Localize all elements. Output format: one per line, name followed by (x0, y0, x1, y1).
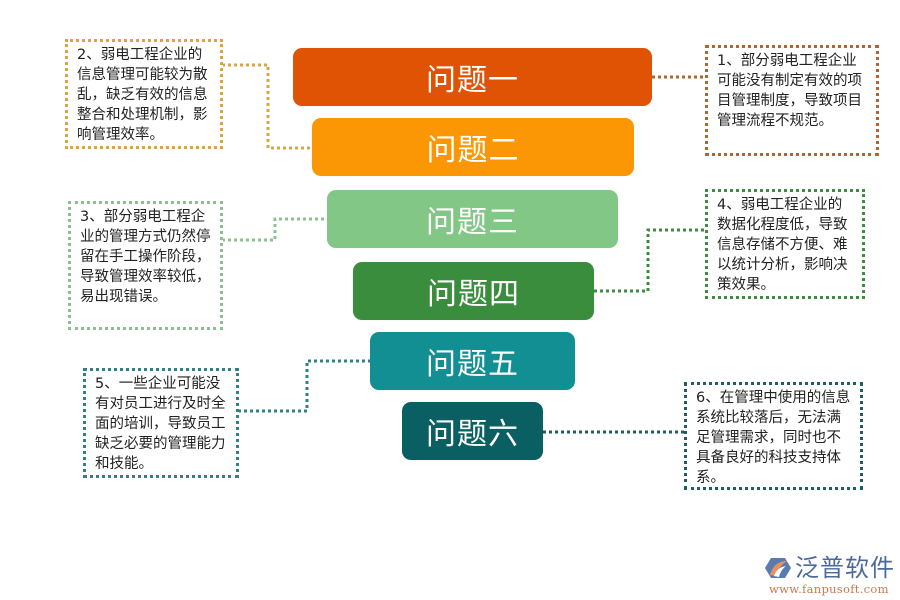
note-problem-2-text: 2、弱电工程企业的信息管理可能较为散乱，缺乏有效的信息整合和处理机制，影响管理效… (77, 47, 208, 143)
note-problem-4: 4、弱电工程企业的数据化程度低，导致信息存储不方便、难以统计分析，影响决策效果。 (705, 189, 865, 299)
connector-note3-block3 (222, 217, 327, 242)
note-problem-1-text: 1、部分弱电工程企业可能没有制定有效的项目管理制度，导致项目管理流程不规范。 (717, 53, 862, 129)
connector-note4-block4 (594, 228, 705, 293)
note-problem-3: 3、部分弱电工程企业的管理方式仍然停留在手工操作阶段，导致管理效率较低，易出现错… (68, 201, 223, 330)
note-problem-2: 2、弱电工程企业的信息管理可能较为散乱，缺乏有效的信息整合和处理机制，影响管理效… (65, 39, 223, 149)
fanpu-logo: 泛普软件 www.fanpusoft.com (765, 553, 895, 597)
problem-block-6-label: 问题六 (426, 417, 519, 452)
note-problem-3-text: 3、部分弱电工程企业的管理方式仍然停留在手工操作阶段，导致管理效率较低，易出现错… (80, 209, 211, 305)
connector-note5-block5 (238, 359, 370, 413)
note-problem-4-text: 4、弱电工程企业的数据化程度低，导致信息存储不方便、难以统计分析，影响决策效果。 (717, 197, 848, 293)
problem-block-1: 问题一 (293, 48, 652, 106)
problem-block-4: 问题四 (353, 262, 594, 320)
note-problem-6: 6、在管理中使用的信息系统比较落后，无法满足管理需求，同时也不具备良好的科技支持… (684, 382, 863, 490)
problem-block-1-label: 问题一 (426, 63, 519, 98)
problem-block-3-label: 问题三 (426, 205, 519, 240)
note-problem-5-text: 5、一些企业可能没有对员工进行及时全面的培训，导致员工缺乏必要的管理能力和技能。 (95, 376, 226, 472)
fanpu-logo-icon (765, 558, 791, 578)
note-problem-5: 5、一些企业可能没有对员工进行及时全面的培训，导致员工缺乏必要的管理能力和技能。 (83, 368, 239, 478)
note-problem-6-text: 6、在管理中使用的信息系统比较落后，无法满足管理需求，同时也不具备良好的科技支持… (696, 390, 851, 486)
problem-block-2: 问题二 (312, 118, 634, 176)
problem-block-5: 问题五 (370, 332, 575, 390)
logo-name: 泛普软件 (795, 554, 895, 582)
logo-url: www.fanpusoft.com (769, 582, 889, 596)
problem-block-2-label: 问题二 (426, 133, 520, 168)
connector-note2-block2 (222, 63, 312, 150)
problem-block-3: 问题三 (327, 190, 618, 248)
note-problem-1: 1、部分弱电工程企业可能没有制定有效的项目管理制度，导致项目管理流程不规范。 (705, 45, 879, 156)
problem-block-6: 问题六 (402, 402, 543, 460)
problem-block-4-label: 问题四 (427, 277, 520, 312)
problem-block-5-label: 问题五 (426, 347, 519, 382)
